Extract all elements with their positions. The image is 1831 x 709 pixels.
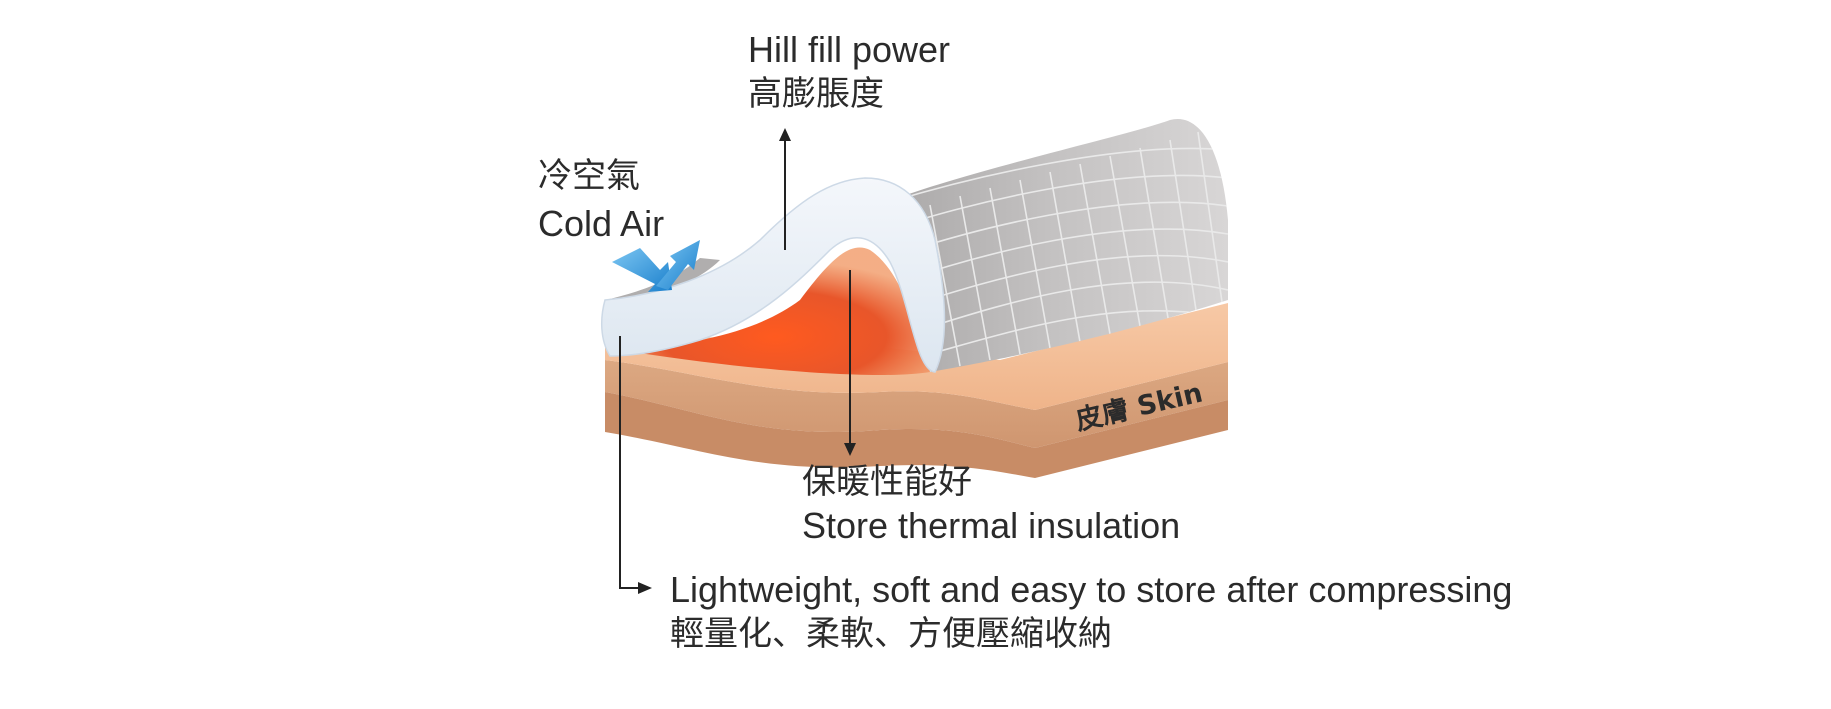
hill-fill-power-en: Hill fill power [748,28,950,72]
hill-fill-power-label: Hill fill power 高膨脹度 [748,28,950,116]
lightweight-label: Lightweight, soft and easy to store afte… [670,568,1512,656]
thermal-insulation-en: Store thermal insulation [802,504,1180,548]
cold-air-en: Cold Air [538,202,664,246]
lightweight-zh: 輕量化、柔軟、方便壓縮收納 [670,612,1512,656]
thermal-insulation-label: 保暖性能好 Store thermal insulation [802,460,1180,548]
hill-fill-power-zh: 高膨脹度 [748,72,950,116]
cold-air-label: 冷空氣 Cold Air [538,154,664,246]
thermal-insulation-zh: 保暖性能好 [802,460,1180,504]
lightweight-en: Lightweight, soft and easy to store afte… [670,568,1512,612]
cold-air-zh: 冷空氣 [538,154,664,198]
